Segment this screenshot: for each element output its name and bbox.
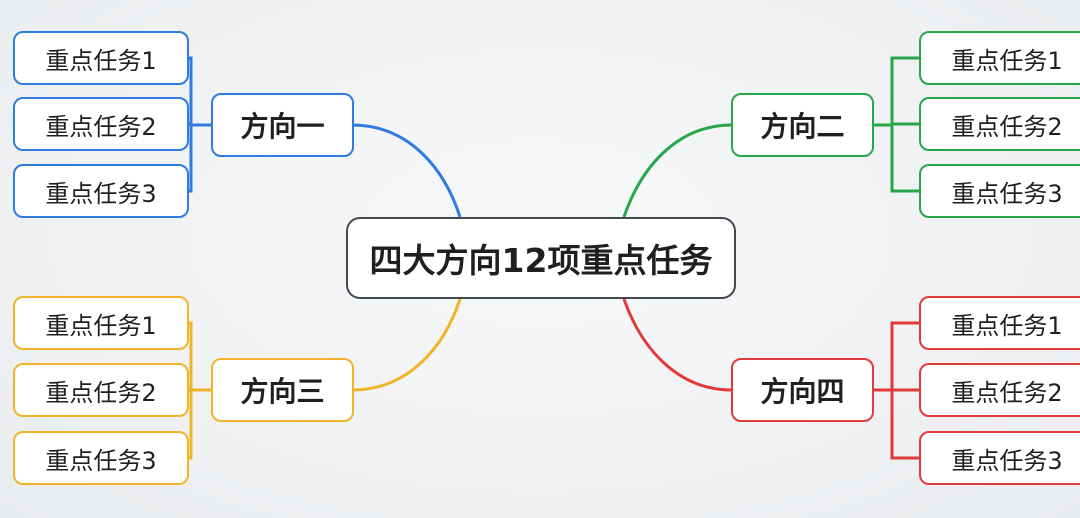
task-1-2-label: 重点任务2 <box>45 112 157 141</box>
bracket-b1 <box>189 56 211 193</box>
task-1-2[interactable]: 重点任务2 <box>13 97 189 151</box>
task-2-2-label: 重点任务2 <box>951 112 1063 141</box>
task-2-2[interactable]: 重点任务2 <box>919 97 1080 151</box>
task-4-2[interactable]: 重点任务2 <box>919 363 1080 417</box>
branch-direction-3[interactable]: 方向三 <box>211 358 354 422</box>
task-1-3[interactable]: 重点任务3 <box>13 164 189 218</box>
branch-direction-2-label: 方向二 <box>760 110 845 143</box>
branch-direction-3-label: 方向三 <box>240 375 325 408</box>
bracket-b2 <box>874 56 919 193</box>
task-3-1-label: 重点任务1 <box>45 311 157 340</box>
task-3-2[interactable]: 重点任务2 <box>13 363 189 417</box>
bracket-b4 <box>874 321 919 460</box>
branch-direction-1-label: 方向一 <box>240 110 325 143</box>
connector-center-b4 <box>622 298 733 392</box>
task-4-1[interactable]: 重点任务1 <box>919 296 1080 350</box>
task-1-1-label: 重点任务1 <box>45 46 157 75</box>
task-4-2-label: 重点任务2 <box>951 378 1063 407</box>
connector-center-b3 <box>351 298 462 392</box>
task-2-1[interactable]: 重点任务1 <box>919 31 1080 85</box>
task-1-1[interactable]: 重点任务1 <box>13 31 189 85</box>
task-3-2-label: 重点任务2 <box>45 378 157 407</box>
bracket-b3 <box>189 321 211 460</box>
branch-direction-1[interactable]: 方向一 <box>211 93 354 157</box>
task-2-1-label: 重点任务1 <box>951 46 1063 75</box>
task-1-3-label: 重点任务3 <box>45 179 157 208</box>
branch-direction-2[interactable]: 方向二 <box>731 93 874 157</box>
central-topic-label: 四大方向12项重点任务 <box>369 241 713 280</box>
task-4-3-label: 重点任务3 <box>951 446 1063 475</box>
connector-center-b1 <box>351 123 462 218</box>
branch-direction-4[interactable]: 方向四 <box>731 358 874 422</box>
task-2-3[interactable]: 重点任务3 <box>919 164 1080 218</box>
task-3-3[interactable]: 重点任务3 <box>13 431 189 485</box>
task-4-3[interactable]: 重点任务3 <box>919 431 1080 485</box>
task-4-1-label: 重点任务1 <box>951 311 1063 340</box>
central-topic[interactable]: 四大方向12项重点任务 <box>346 217 736 299</box>
task-2-3-label: 重点任务3 <box>951 179 1063 208</box>
task-3-3-label: 重点任务3 <box>45 446 157 475</box>
branch-direction-4-label: 方向四 <box>760 375 845 408</box>
connector-center-b2 <box>622 123 733 218</box>
task-3-1[interactable]: 重点任务1 <box>13 296 189 350</box>
